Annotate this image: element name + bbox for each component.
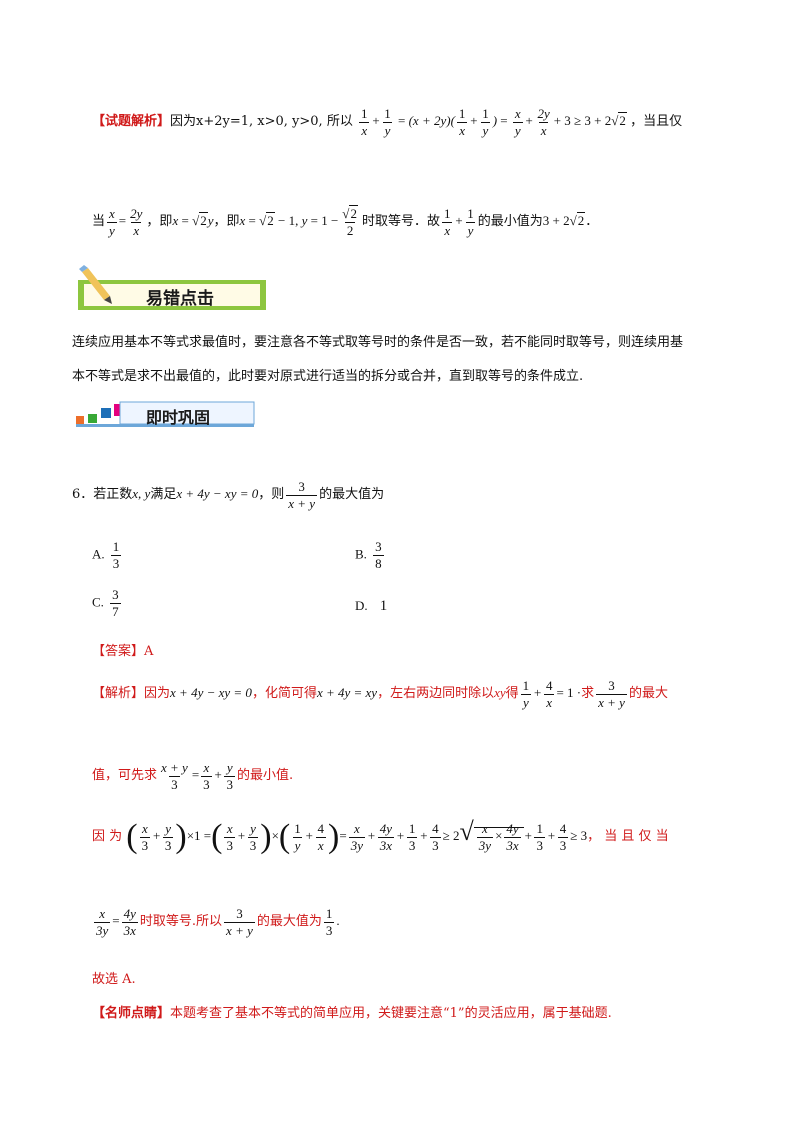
choice-d-value: 1 bbox=[379, 598, 388, 614]
question-tail-1: ，则 bbox=[258, 487, 285, 502]
analysis-text-4: ，即 bbox=[146, 214, 173, 229]
banner-consolidate-label: 即时巩固 bbox=[146, 408, 211, 427]
solution-text: 求 bbox=[581, 686, 595, 701]
error-note-line-1: 连续应用基本不等式求最值时，要注意各不等式取等号时的条件是否一致，若不能同时取等… bbox=[72, 335, 684, 350]
question-vars: x, y bbox=[132, 486, 151, 501]
teacher-comment-tag: 【名师点睛】 bbox=[92, 1006, 171, 1021]
formula-x-eq-root2-y: x = √2y bbox=[172, 212, 214, 228]
solution-text: 值，可先求 bbox=[92, 768, 158, 783]
question-tail-2: 的最大值为 bbox=[319, 487, 385, 502]
solution-tag: 【解析】 bbox=[92, 686, 145, 701]
analysis-text-6: 时取等号．故 bbox=[361, 214, 440, 229]
solution-text: 时取等号.所以 bbox=[139, 914, 223, 929]
analysis-text-3: 当 bbox=[92, 214, 106, 229]
solution-text: 的最大值为 bbox=[256, 914, 322, 929]
formula-min-value: 3 + 2√2． bbox=[542, 212, 599, 228]
choice-a-label: A. bbox=[92, 546, 105, 562]
analysis-tag: 【试题解析】 bbox=[92, 114, 171, 129]
choice-c-label: C. bbox=[92, 594, 104, 610]
solution-text: ，化简可得 bbox=[251, 686, 317, 701]
solution-text: 因 为 bbox=[92, 829, 123, 844]
solution-text: ， 当 且 仅 当 bbox=[587, 829, 669, 844]
pencil-banner-icon bbox=[78, 265, 266, 310]
solution-xy: xy bbox=[494, 685, 506, 700]
banner-error-prone-label: 易错点击 bbox=[146, 289, 214, 309]
answer: 【答案】A bbox=[92, 644, 154, 659]
solution-text: 因为 bbox=[144, 686, 171, 701]
solution-text: 的最大 bbox=[628, 686, 668, 701]
solution-line-1: 【解析】因为x + 4y − xy = 0，化简可得x + 4y = xy，左右… bbox=[92, 668, 668, 719]
solution-eq-1: x + 4y − xy = 0 bbox=[170, 685, 252, 700]
solution-text: 的最小值. bbox=[236, 768, 294, 783]
banner-error-prone: 易错点击 bbox=[70, 262, 270, 312]
error-note-line-2: 本不等式是求不出最值的，此时要对原式进行适当的拆分或合并，直到取等号的条件成立. bbox=[72, 369, 584, 384]
analysis-text-7: 的最小值为 bbox=[477, 214, 543, 229]
solution-eq-2: x + 4y = xy bbox=[316, 685, 378, 700]
banner-consolidate: 即时巩固 bbox=[70, 396, 260, 432]
choice-d-label: D. bbox=[355, 598, 368, 613]
choice-d[interactable]: D. 1 bbox=[355, 598, 387, 615]
question-condition: x + 4y − xy = 0 bbox=[176, 486, 259, 501]
analysis-text-2: ，当且仅 bbox=[630, 114, 683, 129]
teacher-comment-text: 本题考查了基本不等式的简单应用，关键要注意“1”的灵活应用，属于基础题. bbox=[170, 1006, 612, 1021]
solution-choose: 故选 A. bbox=[92, 972, 136, 987]
choice-b-label: B. bbox=[355, 546, 367, 562]
solution-text: 得 bbox=[505, 686, 519, 701]
squares-banner-icon bbox=[76, 401, 255, 427]
teacher-comment: 【名师点睛】本题考查了基本不等式的简单应用，关键要注意“1”的灵活应用，属于基础… bbox=[92, 1002, 612, 1021]
question-number: 6．若正数 bbox=[72, 487, 133, 502]
analysis-text-1: 因为x+2y=1, x>0, y>0, 所以 bbox=[170, 114, 353, 129]
analysis-text-5: ，即 bbox=[213, 214, 240, 229]
solution-text: ，左右两边同时除以 bbox=[377, 686, 495, 701]
question-cond-label: 满足 bbox=[150, 487, 177, 502]
